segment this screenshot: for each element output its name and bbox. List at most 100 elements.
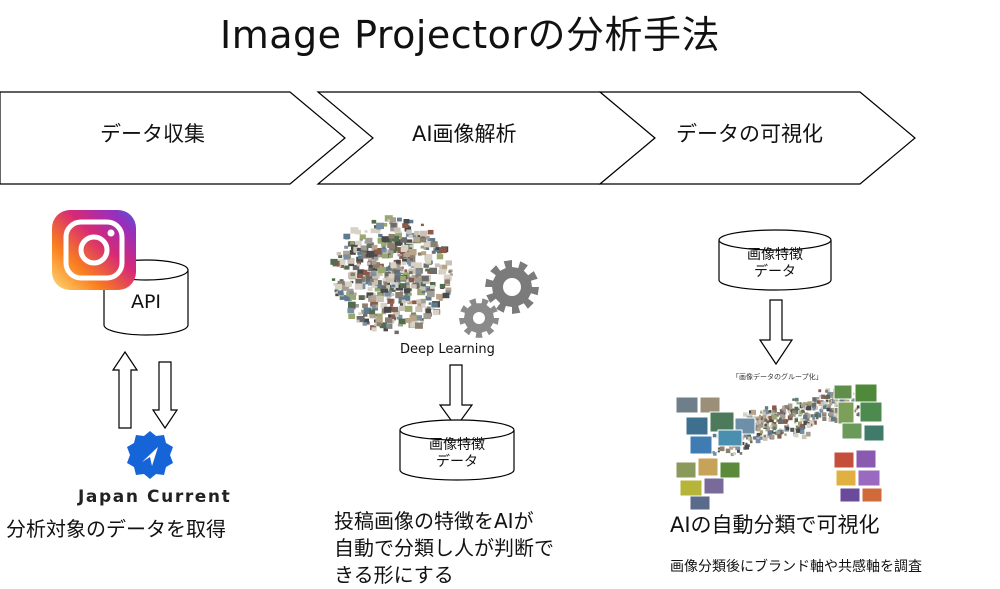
cluster-point <box>829 393 835 399</box>
image-tile <box>423 247 428 250</box>
cluster-point <box>794 430 797 433</box>
cluster-point <box>770 434 775 439</box>
image-tile <box>374 256 379 261</box>
image-tile <box>397 323 402 327</box>
photo-thumbnail <box>835 469 857 487</box>
image-tile <box>343 295 348 299</box>
cluster-point <box>786 405 790 409</box>
cluster-point <box>749 413 753 417</box>
cluster-point <box>802 402 808 407</box>
gear-icon <box>485 260 539 314</box>
image-tile <box>414 262 422 268</box>
image-tile <box>429 286 435 292</box>
cluster-point <box>756 432 761 437</box>
image-tile <box>401 299 406 303</box>
cluster-point <box>784 405 788 409</box>
photo-thumbnail <box>841 422 863 440</box>
cluster-point <box>746 415 749 418</box>
cluster-point <box>765 426 771 432</box>
cluster-point <box>822 412 827 417</box>
photo-thumbnail <box>854 383 878 403</box>
photo-thumbnail <box>697 457 719 477</box>
cluster-point <box>823 405 827 410</box>
cluster-point <box>759 414 762 417</box>
image-tile <box>397 231 403 235</box>
image-tile <box>408 219 414 224</box>
cluster-point <box>818 389 822 393</box>
cluster-point <box>827 391 832 397</box>
image-tile <box>390 222 397 228</box>
cluster-point <box>819 409 824 413</box>
image-tile <box>386 266 392 272</box>
image-tile <box>389 217 397 223</box>
viz-db-label-line2: データ <box>754 264 796 280</box>
cluster-point <box>743 412 748 417</box>
image-tile <box>400 269 405 274</box>
feature-db-label-line1: 画像特徴 <box>429 437 485 453</box>
cluster-point <box>803 414 808 420</box>
cluster-point <box>725 448 731 454</box>
photo-thumbnail <box>709 411 735 433</box>
arrow-up-icon <box>111 350 139 429</box>
cluster-point <box>805 417 810 422</box>
image-tile <box>385 280 390 285</box>
viz-db-label-line1: 画像特徴 <box>747 247 803 263</box>
image-tile <box>392 279 397 283</box>
cluster-point <box>825 394 830 399</box>
image-tile <box>334 283 343 290</box>
cluster-point <box>800 417 804 422</box>
cluster-point <box>733 452 736 456</box>
image-tile <box>365 275 373 281</box>
cluster-point <box>759 432 763 436</box>
japan-current-icon <box>127 431 173 479</box>
image-tile <box>432 309 440 316</box>
image-tile <box>436 254 444 260</box>
image-tile <box>414 230 420 236</box>
image-tile <box>337 280 345 287</box>
photo-thumbnail <box>839 487 861 503</box>
cluster-point <box>839 398 845 404</box>
image-tile <box>410 321 418 328</box>
image-tile <box>348 313 356 319</box>
cluster-point <box>829 401 833 405</box>
image-tile <box>359 234 366 240</box>
image-tile <box>378 254 382 258</box>
cluster-point <box>764 418 768 422</box>
image-tile <box>399 303 403 306</box>
image-tile <box>369 279 374 283</box>
image-tile <box>439 269 447 275</box>
instagram-icon <box>52 210 136 290</box>
image-tile <box>415 269 421 274</box>
image-tile <box>439 247 447 254</box>
cluster-point <box>812 416 816 420</box>
image-tile <box>425 258 432 264</box>
image-tile <box>421 290 425 294</box>
image-tile <box>395 280 401 284</box>
photo-thumbnail <box>699 396 721 414</box>
image-tile <box>336 251 342 256</box>
cluster-point <box>735 445 741 451</box>
cluster-point <box>853 409 857 413</box>
cluster-point <box>776 412 781 416</box>
image-tile <box>424 254 433 261</box>
cluster-point <box>799 410 803 415</box>
image-tile <box>376 222 384 230</box>
cluster-point <box>756 435 759 438</box>
image-tile <box>446 277 450 281</box>
photo-thumbnail <box>855 449 877 469</box>
image-tile <box>371 282 379 288</box>
cluster-point <box>777 434 782 439</box>
image-tile <box>368 264 375 270</box>
cluster-point <box>717 450 720 453</box>
image-tile <box>337 290 344 295</box>
cluster-point <box>766 434 771 439</box>
cluster-point <box>805 431 811 437</box>
cluster-point <box>758 417 764 423</box>
cluster-point <box>764 415 770 421</box>
image-tile <box>343 254 350 260</box>
cluster-point <box>809 420 814 424</box>
cluster-point <box>805 407 809 410</box>
cluster-point <box>712 433 717 438</box>
cluster-point <box>831 407 834 411</box>
image-tile <box>403 295 410 301</box>
